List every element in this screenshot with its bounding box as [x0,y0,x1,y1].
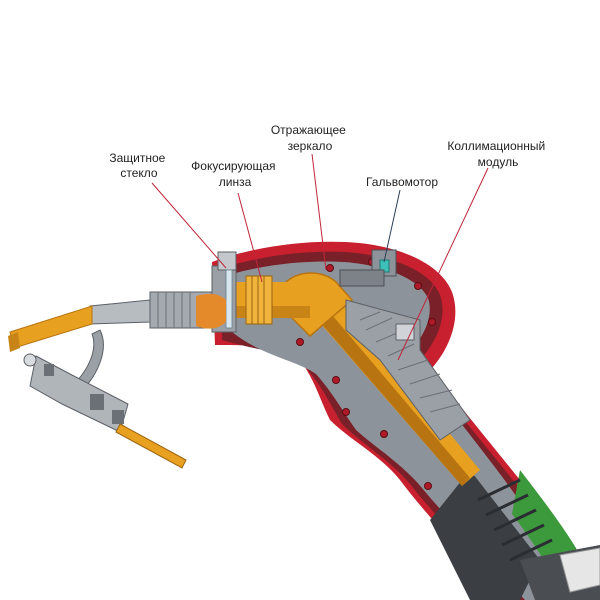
label-focusing-lens: Фокусирующая линза [191,159,279,189]
beam-path [211,251,480,486]
filler-wire [115,423,187,469]
leader-lines [151,153,489,361]
labels: Защитное стекло Фокусирующая линза Отраж… [109,123,548,189]
label-galvo-motor: Гальвомотор [366,175,438,189]
galvo-motor-assembly [339,249,397,287]
wire-nozzle-tip [23,353,37,367]
label-collimation-module: Коллимационный модуль [447,139,548,169]
label-reflecting-mirror: Отражающее зеркало [271,123,349,153]
coupling-knurl [157,292,191,328]
label-protective-glass: Защитное стекло [109,151,168,180]
galvo-mirror-mount [339,269,385,287]
leader-reflecting-mirror [311,153,327,271]
cable-outlet-cap [559,547,600,593]
wire-feeder-details [44,364,124,424]
beam-tube-diagonal-shade [306,296,470,486]
nozzle-barrel [89,299,151,325]
protective-glass-cap [217,251,237,271]
leader-protective-glass [151,182,227,269]
lens-housing-threads [251,276,265,324]
collimation-hatching [359,311,461,413]
nozzle-assembly [8,291,226,469]
leader-collimation-module [397,167,489,361]
cable-sleeve-ribs [477,478,553,562]
lens-housing [245,275,273,325]
nozzle-tip [9,305,93,349]
leader-focusing-lens [237,192,263,283]
leader-galvo-motor [383,189,401,263]
nozzle-tip-end [8,332,20,352]
nozzle-orange-cone [196,293,226,329]
protective-glass-element [225,269,233,329]
cable-sleeve [430,470,540,600]
collimation-block [345,299,471,441]
